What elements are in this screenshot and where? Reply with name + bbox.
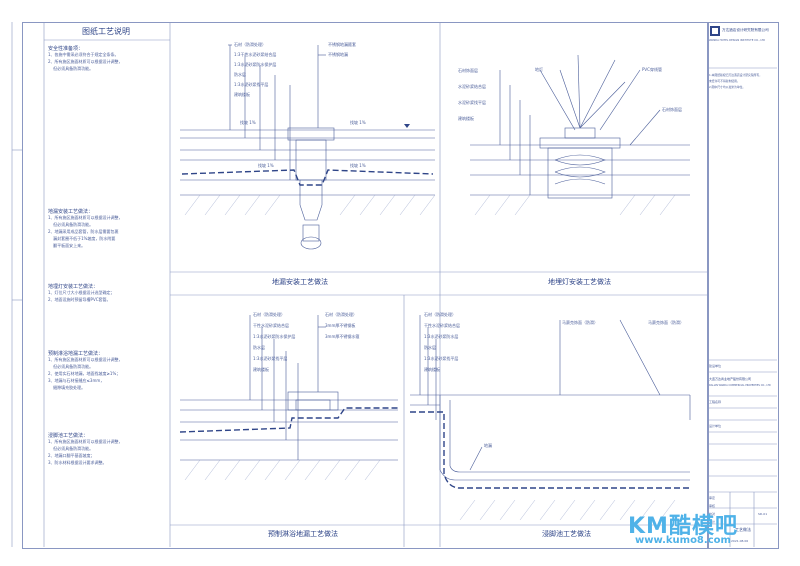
sd-label-2: 干性水泥砂浆结合层	[253, 323, 289, 328]
waterproof-line-1	[181, 169, 434, 186]
waterproof-line-4	[410, 411, 692, 489]
tb-row-1: 设计单位	[709, 424, 722, 428]
sd-right-label-3: 3mm厚不锈钢水箍	[325, 334, 360, 339]
shower-drain-line-3: 2、使用实石材地漏，地面找坡度≥1%；	[48, 371, 121, 376]
fd-label-4: 防水层	[234, 72, 246, 77]
shower-drain-detail	[180, 315, 398, 481]
shower-drain-line-2: 但必须具备防滑功能。	[48, 364, 94, 369]
floor-drain-line-2: 但必须具备防滑功能。	[48, 222, 94, 227]
fd-right-label-2: 不锈钢地漏	[328, 52, 348, 57]
sd-right-label-2: 3mm厚不锈钢板	[325, 323, 356, 328]
fp-label-4: 防水层	[424, 345, 436, 350]
panel-title: 图纸工艺说明	[82, 27, 130, 36]
tb-row-2: 审定	[709, 496, 716, 500]
sd-right-label-1: 石材（防滑处理）	[325, 312, 357, 317]
gl-label-4: 建筑楼板	[458, 116, 474, 121]
gl-label-3: 水泥砂浆找平层	[458, 100, 486, 105]
drawing-border	[22, 22, 709, 549]
title-block-frame	[707, 22, 779, 549]
foot-pool-line-3: 2、地漏口翻平基面坡度；	[48, 453, 95, 458]
ground-lamp-heading: 地埋灯安装工艺做法：	[48, 284, 99, 290]
tb-row-3: 审核	[709, 504, 716, 508]
tb-row-5: 设计	[709, 520, 716, 524]
fd-label-5: 1:3水泥砂浆找平层	[234, 82, 269, 87]
foot-pool-detail	[410, 315, 691, 521]
tb-project-name-label: 工程名称	[709, 400, 722, 404]
tb-note-2: 未经许可不得复制使用。	[709, 79, 740, 83]
fp-label-2: 干性水泥砂浆结合层	[424, 323, 460, 328]
floor-drain-line-4: 漏封套圈不低于1%坡度，防水附要	[48, 236, 116, 241]
fd-label-3: 1:3水泥砂浆防水保护层	[234, 62, 277, 67]
sd-label-1: 石材（防滑处理）	[253, 312, 285, 317]
floor-drain-detail	[180, 44, 436, 250]
safety-heading: 安全性准备项：	[48, 46, 84, 52]
tb-row-4: 校对	[709, 512, 716, 516]
tb-date: 2021.08.06	[731, 539, 749, 543]
fp-inner-label: 地漏	[484, 443, 492, 448]
ground-lamp-detail	[470, 54, 690, 216]
floor-drain-caption: 地漏安装工艺做法	[272, 278, 328, 286]
tb-company-en: WANDA HOTEL DESIGN INSTITUTE CO., LTD	[709, 39, 766, 42]
shower-drain-caption: 预制淋浴地漏工艺做法	[268, 530, 338, 538]
tb-project-label: 建设单位	[709, 364, 722, 368]
tb-note-3: 2.图中尺寸均以毫米为单位。	[709, 85, 746, 89]
tb-note-1: 1.本图纸版权归万达酒店设计研究院所有，	[709, 73, 763, 77]
foot-pool-line-1: 1、所有施区施面材质可以根据设计调整，	[48, 439, 123, 444]
fd-slope-4: 找坡 1%	[350, 163, 366, 168]
tb-sheet-title: 工艺做法	[735, 527, 751, 532]
tb-sheet-no: SD-01	[758, 512, 768, 516]
safety-line-2: 2、所有施区施面材质可以根据设计调整，	[48, 59, 123, 64]
gl-right-label-2: PVC穿线管	[642, 67, 662, 72]
ground-lamp-line-1: 1、灯位尺寸大小根据设计选型确定；	[48, 290, 115, 295]
fp-label-6: 建筑楼板	[424, 367, 440, 372]
fd-label-6: 建筑楼板	[234, 92, 250, 97]
gl-right-label-3: 石材饰面层	[662, 107, 682, 112]
safety-line-1: 1、各施中需采必须符合于规定全条条。	[48, 52, 119, 57]
watermark-url: www.kumo8.com	[635, 535, 731, 546]
safety-line-3: 但必须具备防滑功能。	[48, 66, 94, 71]
floor-drain-line-1: 1、所有施区施面材质可以根据设计调整，	[48, 215, 123, 220]
floor-drain-heading: 地漏安装工艺做法：	[48, 209, 94, 215]
sd-label-3: 1:3水泥砂浆防水保护层	[253, 334, 296, 339]
fd-right-label-1: 不锈钢地漏箍套	[328, 42, 356, 47]
foot-pool-caption: 浸脚池工艺做法	[542, 530, 591, 538]
shower-drain-line-4: 3、地漏与石材接缝应≤3mm，	[48, 378, 105, 383]
foot-pool-line-4: 3、防水材料根据设计要求调整。	[48, 460, 107, 465]
gl-label-2: 水泥砂浆结合层	[458, 84, 486, 89]
ground-lamp-line-2: 2、地面设施时预留导槽PVC套管。	[48, 297, 111, 302]
fd-label-1: 石材（防滑处理）	[234, 42, 266, 47]
gl-label-1: 石材饰面层	[458, 68, 478, 73]
tb-client: 大连万达商业地产股份有限公司	[709, 377, 752, 381]
foot-pool-line-2: 但必须具备防滑功能。	[48, 446, 94, 451]
ground-lamp-caption: 地埋灯安装工艺做法	[548, 278, 611, 286]
fd-label-2: 1:3干性水泥砂浆结合层	[234, 52, 277, 57]
fp-right-label-2: 马赛克饰面（防滑）	[648, 320, 684, 325]
sd-label-6: 建筑楼板	[253, 367, 269, 372]
sd-label-4: 防水层	[253, 345, 265, 350]
shower-drain-line-5: 缝隙填充胶处理。	[48, 385, 86, 390]
sd-label-5: 1:3水泥砂浆找平层	[253, 356, 288, 361]
floor-drain-line-5: 翻平板面安上来。	[48, 243, 86, 248]
fp-right-label-1: 马赛克饰面（防滑）	[562, 320, 598, 325]
foot-pool-heading: 浸脚池工艺做法：	[48, 433, 89, 439]
waterproof-line-3	[179, 407, 398, 433]
tb-company: 万达酒店设计研究院有限公司	[722, 28, 769, 32]
fd-slope-3: 找坡 1%	[258, 163, 274, 168]
fp-label-5: 1:3水泥砂浆找平层	[424, 356, 459, 361]
fd-slope-2: 找坡 1%	[350, 120, 366, 125]
gl-right-label-1: 地灯	[535, 67, 543, 72]
shower-drain-line-1: 1、所有施区施面材质可以根据设计调整，	[48, 357, 123, 362]
fp-label-1: 石材（防滑处理）	[424, 312, 456, 317]
fp-label-3: 1:3水泥砂浆防水层	[424, 334, 459, 339]
tb-client-en: DALIAN WANDA COMMERCIAL PROPERTIES CO., …	[709, 384, 771, 387]
shower-drain-heading: 预制淋浴地漏工艺做法：	[48, 351, 104, 357]
fd-slope-1: 找坡 1%	[240, 120, 256, 125]
floor-drain-line-3: 2、地漏采用成品套管，防水层需要包裹	[48, 229, 119, 234]
watermark-brand: KM酷模吧	[628, 514, 738, 539]
